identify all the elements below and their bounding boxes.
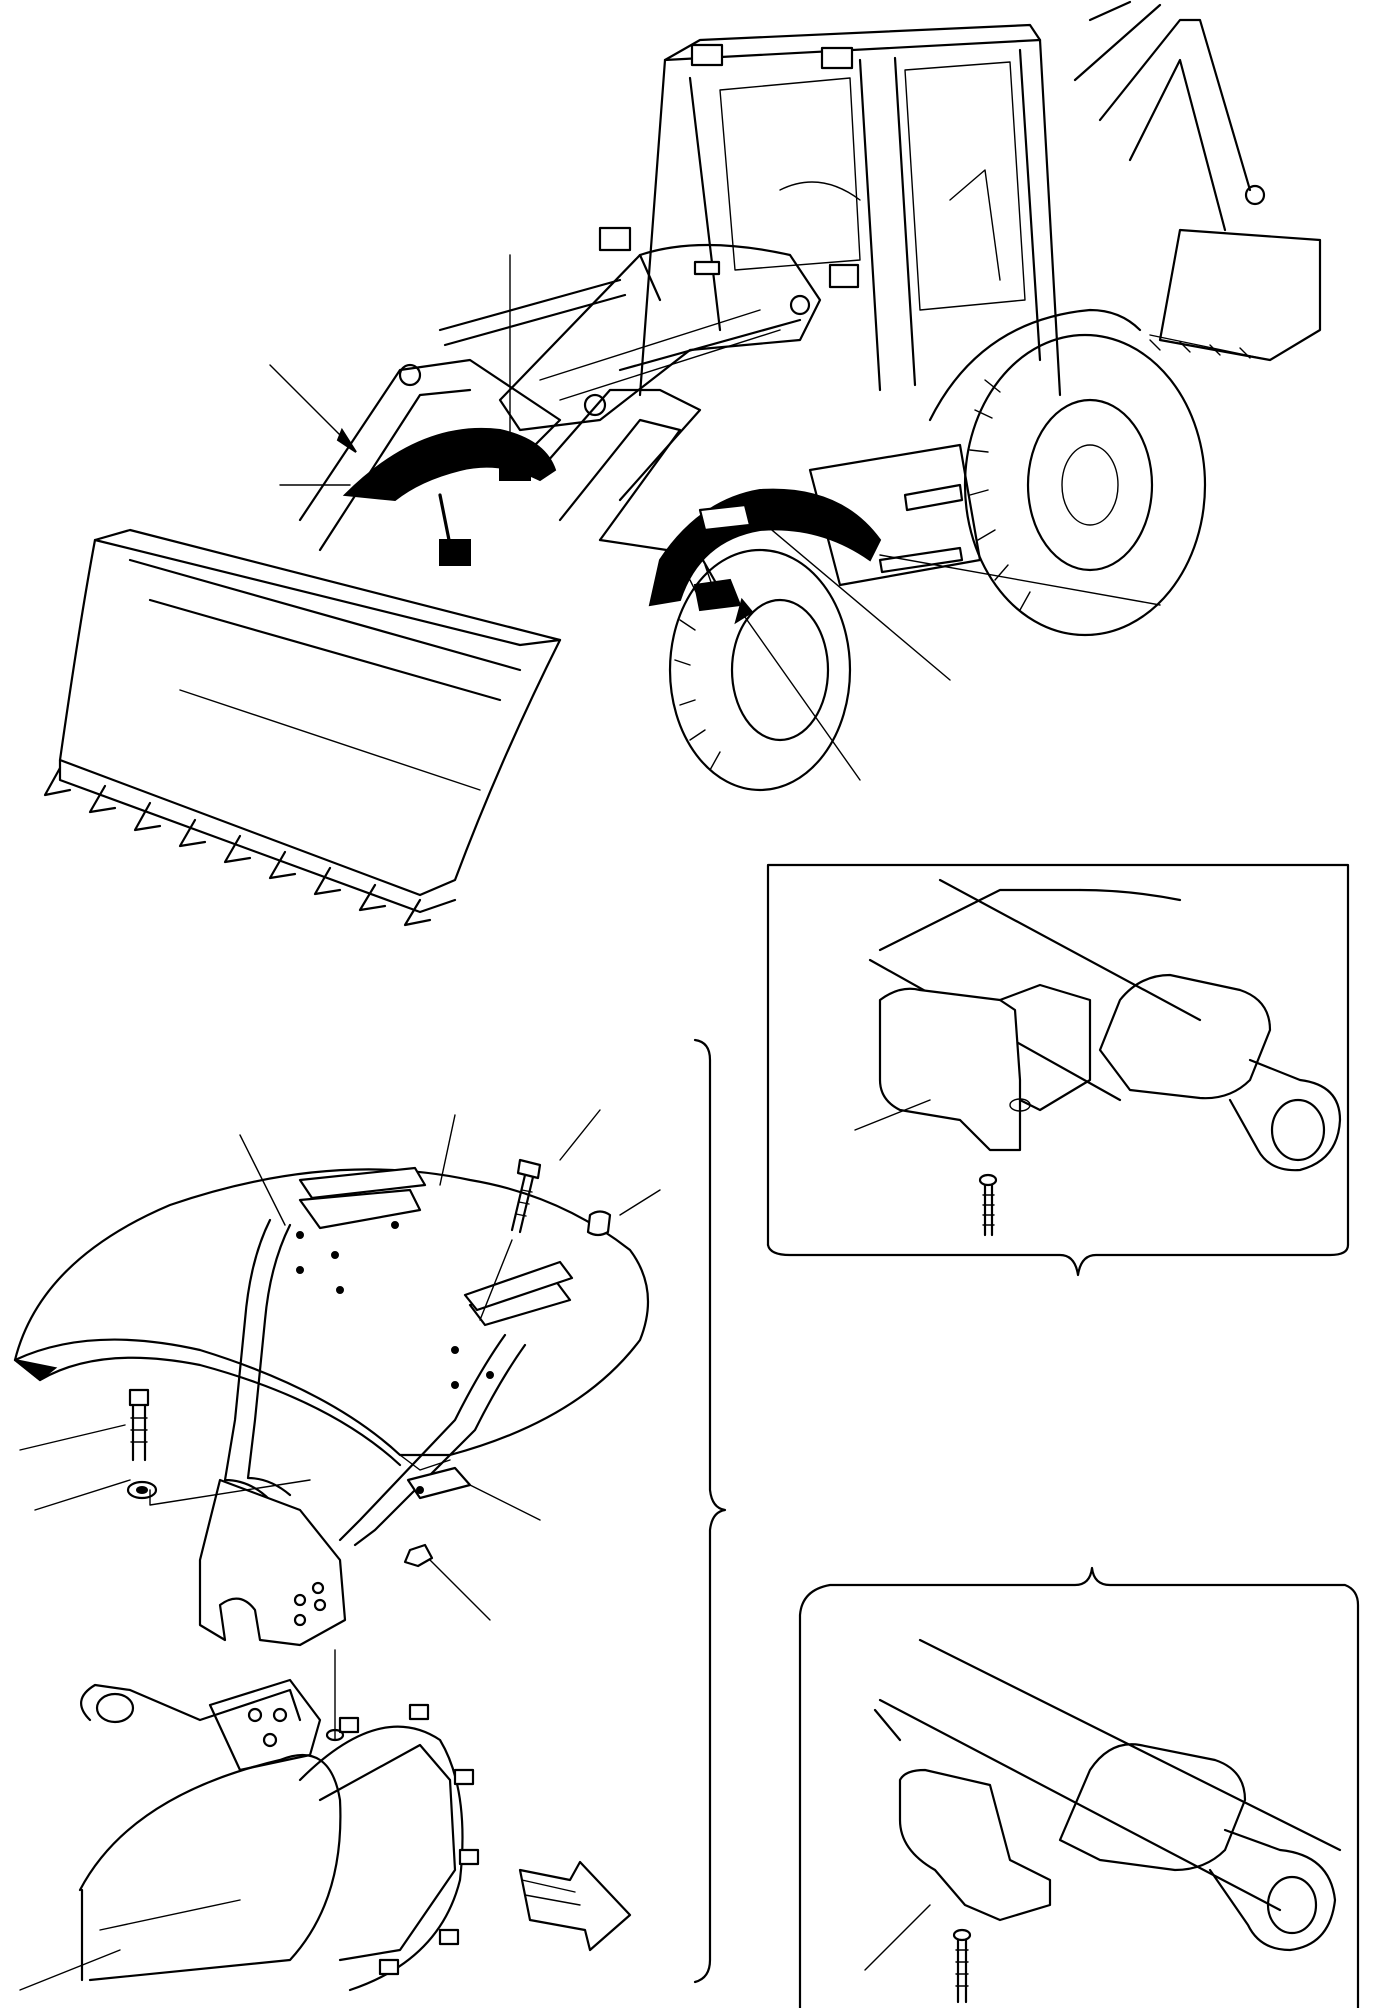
cylinder-guard-lower-inset xyxy=(798,1566,1360,2008)
front-right-wheel xyxy=(668,548,852,792)
cylinder-guard-upper-inset xyxy=(766,863,1350,1277)
backhoe-arm xyxy=(1073,0,1322,362)
cylinder-guard-upper-part xyxy=(878,987,1022,1152)
engine-hood xyxy=(498,243,822,432)
backhoe-loader-overview xyxy=(43,0,1322,927)
cylinder-guard-lower-part xyxy=(898,1768,1052,1922)
fender-leader-lines xyxy=(19,1109,661,1991)
fender-support-frame xyxy=(223,1218,527,1547)
rear-wheel xyxy=(928,308,1207,637)
left-front-fender-highlight xyxy=(342,427,557,502)
right-front-fender-highlight xyxy=(648,488,882,607)
axle-hub xyxy=(78,1678,480,1992)
left-fender-bracket-highlight xyxy=(499,449,531,481)
fender-bolts xyxy=(126,1158,612,1568)
loader-bucket xyxy=(43,528,562,927)
direction-arrow xyxy=(518,1860,632,1952)
fender-shell xyxy=(13,1168,650,1457)
cab xyxy=(598,23,1062,397)
overview-leader-lines xyxy=(269,254,1161,781)
fender-assembly-exploded xyxy=(13,1109,661,1992)
mounting-bracket xyxy=(198,1478,347,1647)
grouping-brace xyxy=(693,1038,727,1984)
loader-arms xyxy=(298,278,811,592)
bucket-teeth xyxy=(43,766,432,927)
